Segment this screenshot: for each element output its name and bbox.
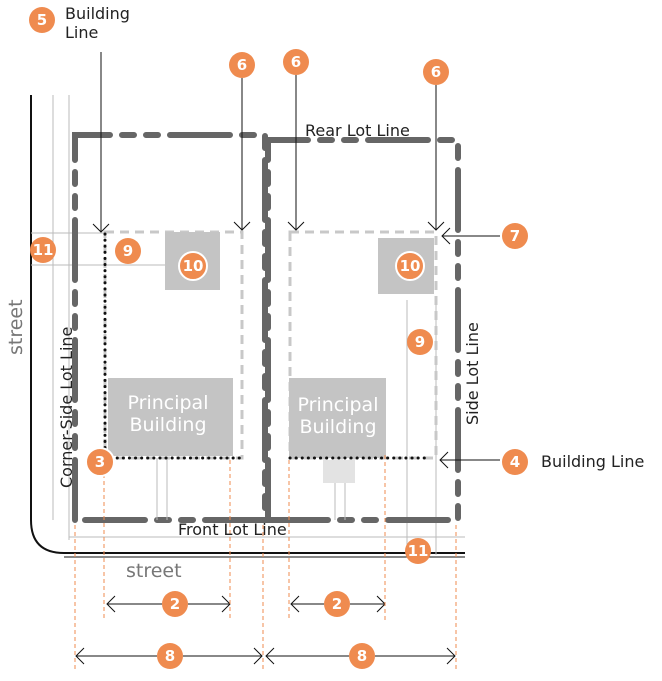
callout-5: 5 — [29, 7, 55, 33]
svg-text:9: 9 — [123, 242, 133, 260]
svg-text:6: 6 — [237, 56, 247, 74]
street-curb — [30, 95, 465, 554]
side-lot-line-label: Side Lot Line — [463, 322, 482, 425]
svg-text:7: 7 — [510, 227, 520, 245]
svg-text:10: 10 — [183, 257, 204, 275]
callout-9: 9 — [115, 238, 141, 264]
callout-6: 6 — [423, 59, 449, 85]
svg-text:11: 11 — [33, 241, 54, 259]
street-label-left: street — [5, 299, 27, 355]
svg-text:11: 11 — [408, 542, 429, 560]
svg-text:2: 2 — [332, 595, 342, 613]
svg-text:8: 8 — [357, 647, 367, 665]
right-lot-outline — [265, 137, 461, 523]
building-line-label-right: Building Line — [541, 452, 644, 471]
left-principal-building — [108, 378, 233, 456]
callout-8: 8 — [349, 643, 375, 669]
svg-text:4: 4 — [510, 453, 520, 471]
callout-10: 10 — [395, 251, 425, 281]
callout-10: 10 — [178, 251, 208, 281]
callout-2: 2 — [324, 591, 350, 617]
svg-text:9: 9 — [415, 333, 425, 351]
left-lot-outline — [72, 132, 268, 523]
right-buildable-area — [288, 230, 438, 460]
callout-7: 7 — [502, 223, 528, 249]
callout-6: 6 — [229, 52, 255, 78]
svg-text:5: 5 — [37, 11, 47, 29]
callout-11: 11 — [405, 538, 431, 564]
street-label-bottom: street — [126, 560, 182, 582]
svg-text:2: 2 — [170, 595, 180, 613]
callout-2: 2 — [162, 591, 188, 617]
svg-text:6: 6 — [431, 63, 441, 81]
callout-9: 9 — [407, 329, 433, 355]
svg-text:10: 10 — [400, 257, 421, 275]
svg-text:8: 8 — [165, 647, 175, 665]
callout-11: 11 — [30, 237, 56, 263]
corner-side-lot-line-label: Corner-Side Lot Line — [57, 327, 76, 488]
callout-3: 3 — [85, 447, 115, 477]
svg-text:6: 6 — [291, 53, 301, 71]
right-principal-building — [289, 378, 386, 458]
porch — [323, 460, 355, 483]
svg-text:3: 3 — [95, 453, 105, 471]
rear-lot-line-label: Rear Lot Line — [305, 121, 410, 140]
dimension-guides — [74, 455, 457, 672]
callout-4: 4 — [502, 449, 528, 475]
leader-arrows — [75, 52, 500, 665]
callout-8: 8 — [157, 643, 183, 669]
front-lot-line-label: Front Lot Line — [178, 520, 287, 539]
callout-6: 6 — [283, 49, 309, 75]
